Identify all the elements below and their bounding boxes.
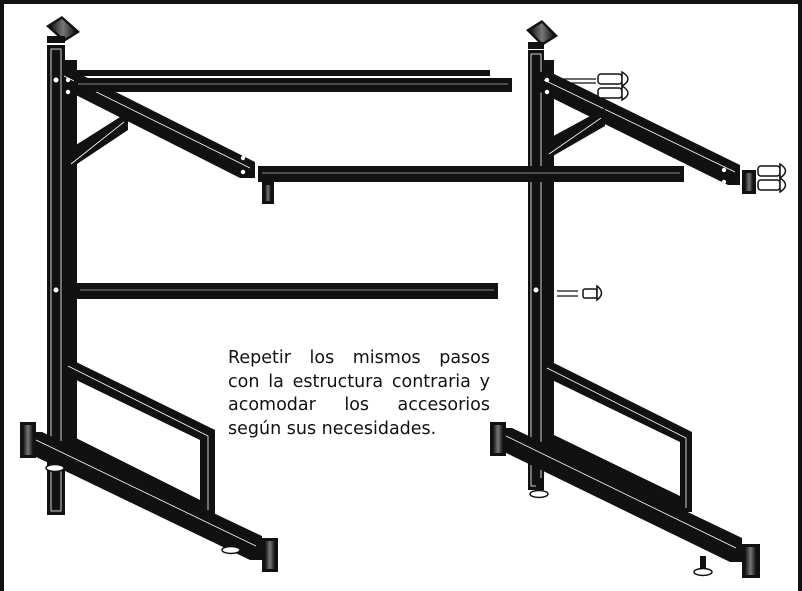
instruction-line-2: con la estructura contraria y (228, 371, 490, 392)
left-vertical-post (47, 45, 65, 515)
cross-bar-middle (258, 166, 684, 204)
instruction-line-3: acomodar los accesorios (228, 395, 490, 415)
right-top-cap (526, 20, 558, 49)
instruction-line-1: Repetir los mismos pasos (228, 348, 490, 368)
instruction-text: Repetir los mismos pasos con la estructu… (228, 347, 490, 441)
right-base-rail (490, 422, 760, 578)
instruction-line-4: según sus necesidades. (228, 418, 437, 439)
bolt-single-lower (557, 284, 603, 302)
right-lower-frame (542, 362, 692, 512)
right-leveling-feet (529, 478, 713, 577)
cross-bar-top-rear (74, 70, 490, 76)
right-side-frame (490, 20, 760, 578)
bolt-pair-middle (742, 162, 787, 194)
left-leveling-feet (45, 456, 241, 555)
right-diagonal-arm (540, 72, 740, 185)
cross-bar-lower (76, 283, 498, 299)
left-top-cap (46, 16, 80, 43)
left-base-rail (20, 422, 278, 572)
bolt-pair-top (558, 70, 629, 102)
right-vertical-post (528, 50, 544, 490)
cross-bar-top-front (74, 78, 512, 92)
